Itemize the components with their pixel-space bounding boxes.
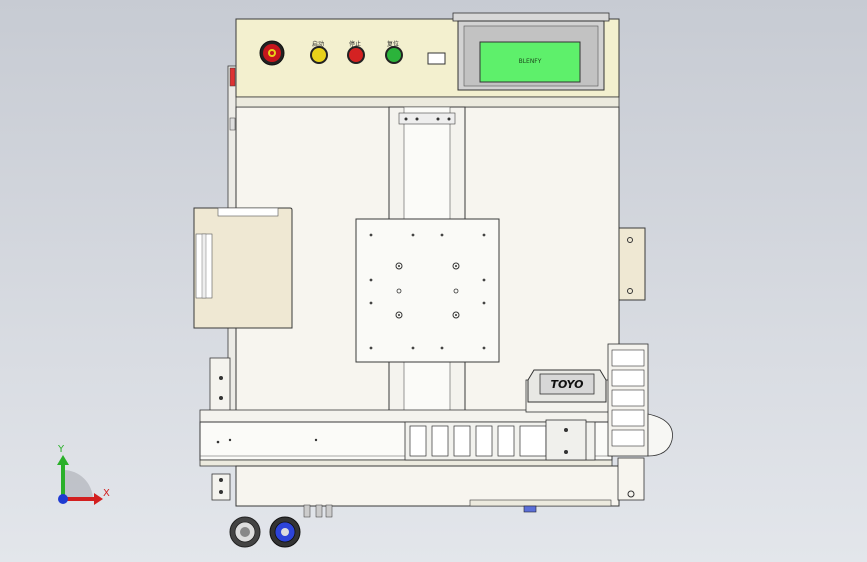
reset-button-label: 复位 [387,40,399,48]
bottom-connectors [229,504,333,548]
hmi-screen-text: BLENFY [519,58,542,65]
hmi-screen[interactable] [479,41,581,83]
right-bracket [618,227,646,301]
reset-button[interactable]: 复位 [385,40,403,64]
slide-plate [355,218,500,363]
cable-chain [404,419,596,461]
side-door[interactable] [193,207,293,329]
axis-triad: Y X [57,444,110,505]
lower-frame [235,465,620,513]
y-axis-label: Y [57,444,65,455]
key-switch[interactable] [427,52,446,65]
emergency-stop-button[interactable] [259,40,285,66]
stop-button-label: 停止 [349,40,361,48]
carriage-brand: TOYO [551,378,584,391]
start-button-label: 启动 [312,40,324,48]
x-axis-label: X [103,488,110,499]
right-cable-track [607,343,673,501]
hmi-panel: BLENFY [452,12,610,91]
stop-button[interactable]: 停止 [347,40,365,64]
motor-carriage: TOYO [525,369,611,413]
start-button[interactable]: 启动 [310,40,328,64]
